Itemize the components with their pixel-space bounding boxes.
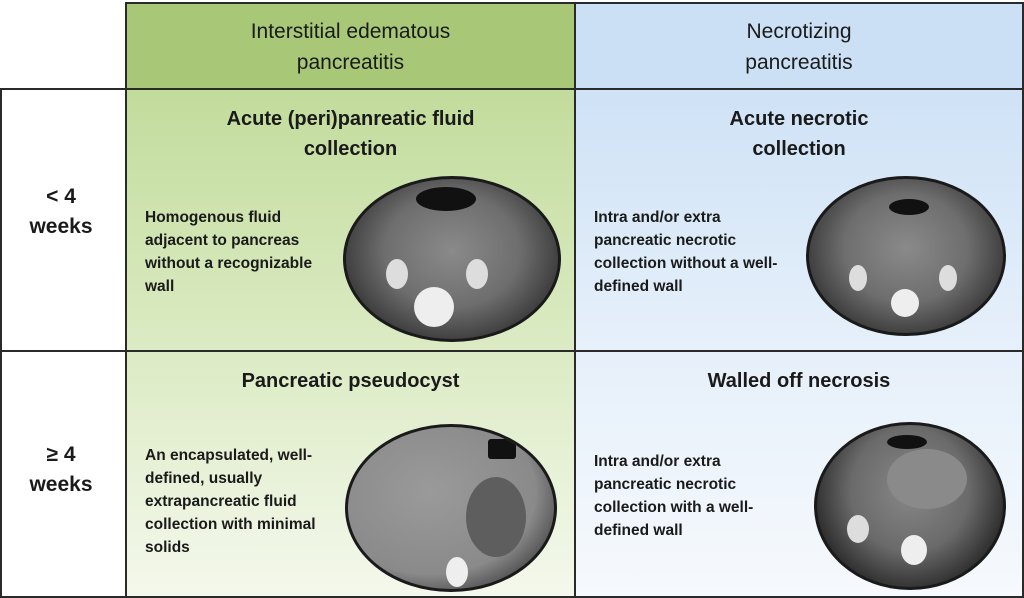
cell-description: An encapsulated, well-defined, usually e…	[145, 447, 316, 556]
column-title: Interstitial edematous pancreatitis	[250, 20, 451, 74]
cell-description: Homogenous fluid adjacent to pancreas wi…	[145, 209, 313, 295]
ct-scan-image	[345, 424, 557, 592]
cell-title: Pancreatic pseudocyst	[241, 370, 460, 392]
row-label-cell: ≥ 4 weeks	[0, 350, 127, 598]
row-label-cell: < 4 weeks	[0, 88, 127, 352]
ct-scan-image	[814, 422, 1006, 590]
header-interstitial: Interstitial edematous pancreatitis	[125, 2, 576, 90]
cell-apfc: Acute (peri)panreatic fluid collection H…	[125, 88, 576, 352]
column-title: Necrotizing pancreatitis	[745, 20, 853, 74]
row-label: ≥ 4 weeks	[29, 443, 93, 496]
cell-description: Intra and/or extra pancreatic necrotic c…	[594, 209, 778, 295]
cell-won: Walled off necrosis Intra and/or extra p…	[574, 350, 1024, 598]
cell-title: Acute necrotic collection	[729, 108, 869, 160]
row-label: < 4 weeks	[29, 185, 93, 238]
cell-title: Walled off necrosis	[707, 370, 891, 392]
cell-title: Acute (peri)panreatic fluid collection	[226, 108, 475, 160]
header-necrotizing: Necrotizing pancreatitis	[574, 2, 1024, 90]
ct-scan-image	[806, 176, 1006, 336]
cell-anc: Acute necrotic collection Intra and/or e…	[574, 88, 1024, 352]
ct-scan-image	[343, 176, 561, 342]
cell-pseudocyst: Pancreatic pseudocyst An encapsulated, w…	[125, 350, 576, 598]
cell-description: Intra and/or extra pancreatic necrotic c…	[594, 453, 754, 539]
